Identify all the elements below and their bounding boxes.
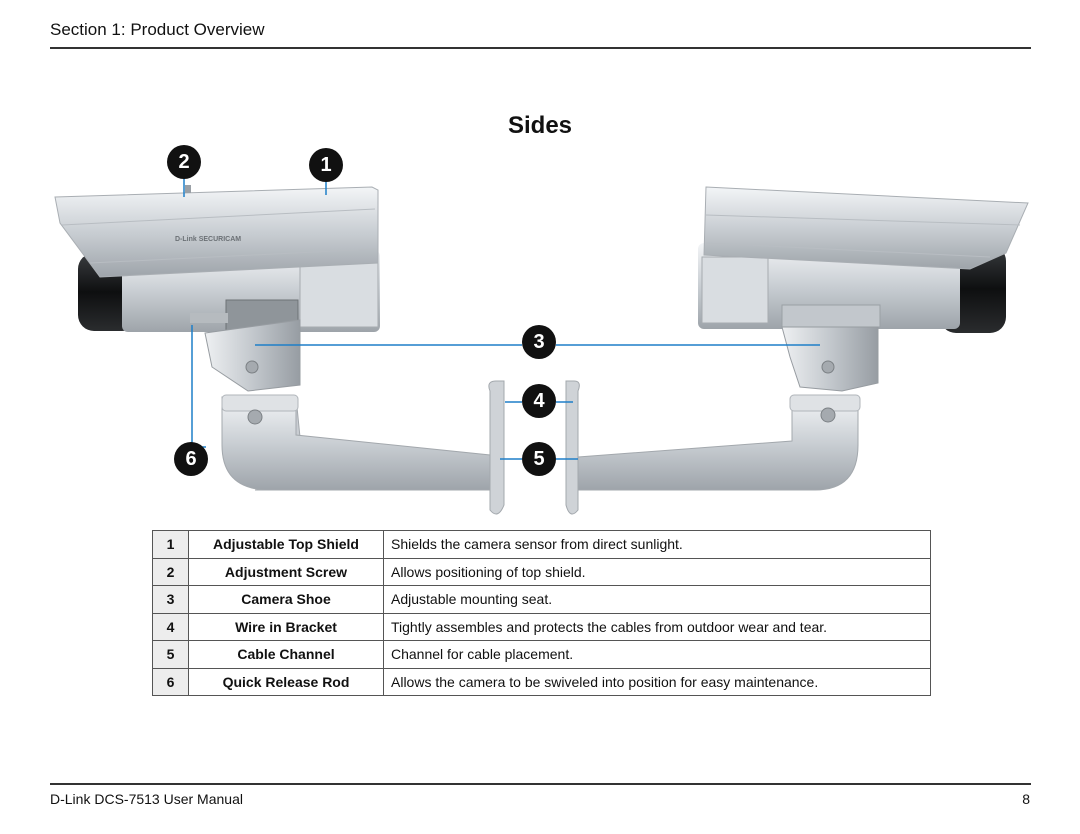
callout-1: 1: [309, 148, 343, 182]
part-number: 2: [152, 557, 189, 586]
left-top-shield: [54, 186, 379, 278]
part-number: 5: [152, 640, 189, 669]
right-camera: [565, 186, 1029, 515]
camera-side-views-figure: D-Link SECURICAM: [0, 145, 1080, 525]
part-description: Channel for cable placement.: [383, 640, 931, 669]
part-name: Wire in Bracket: [188, 612, 384, 641]
table-row: 5 Cable Channel Channel for cable placem…: [152, 640, 931, 669]
section-header: Section 1: Product Overview: [50, 20, 265, 39]
table-row: 4 Wire in Bracket Tightly assembles and …: [152, 612, 931, 641]
part-number: 1: [152, 530, 189, 559]
part-description: Shields the camera sensor from direct su…: [383, 530, 931, 559]
header-divider: [50, 47, 1031, 49]
camera-illustration: D-Link SECURICAM: [54, 178, 1029, 515]
page-number: 8: [1022, 791, 1030, 807]
callout-2: 2: [167, 145, 201, 179]
callout-4: 4: [522, 384, 556, 418]
part-number: 3: [152, 585, 189, 614]
table-row: 6 Quick Release Rod Allows the camera to…: [152, 667, 931, 696]
footer-divider: [50, 783, 1031, 785]
table-row: 1 Adjustable Top Shield Shields the came…: [152, 530, 931, 559]
logo-text: D-Link SECURICAM: [175, 236, 241, 243]
right-top-shield: [703, 186, 1029, 270]
callout-6: 6: [174, 442, 208, 476]
part-number: 4: [152, 612, 189, 641]
part-name: Quick Release Rod: [188, 667, 384, 696]
part-name: Adjustable Top Shield: [188, 530, 384, 559]
table-row: 2 Adjustment Screw Allows positioning of…: [152, 557, 931, 586]
page-title: Sides: [507, 112, 573, 139]
part-description: Tightly assembles and protects the cable…: [383, 612, 931, 641]
left-camera: D-Link SECURICAM: [54, 185, 505, 515]
parts-table: 1 Adjustable Top Shield Shields the came…: [152, 530, 931, 696]
callout-5: 5: [522, 442, 556, 476]
part-number: 6: [152, 667, 189, 696]
footer-manual-title: D-Link DCS-7513 User Manual: [50, 791, 243, 807]
part-name: Adjustment Screw: [188, 557, 384, 586]
part-description: Allows positioning of top shield.: [383, 557, 931, 586]
part-description: Adjustable mounting seat.: [383, 585, 931, 614]
part-name: Cable Channel: [188, 640, 384, 669]
part-name: Camera Shoe: [188, 585, 384, 614]
callout-3: 3: [522, 325, 556, 359]
table-row: 3 Camera Shoe Adjustable mounting seat.: [152, 585, 931, 614]
part-description: Allows the camera to be swiveled into po…: [383, 667, 931, 696]
